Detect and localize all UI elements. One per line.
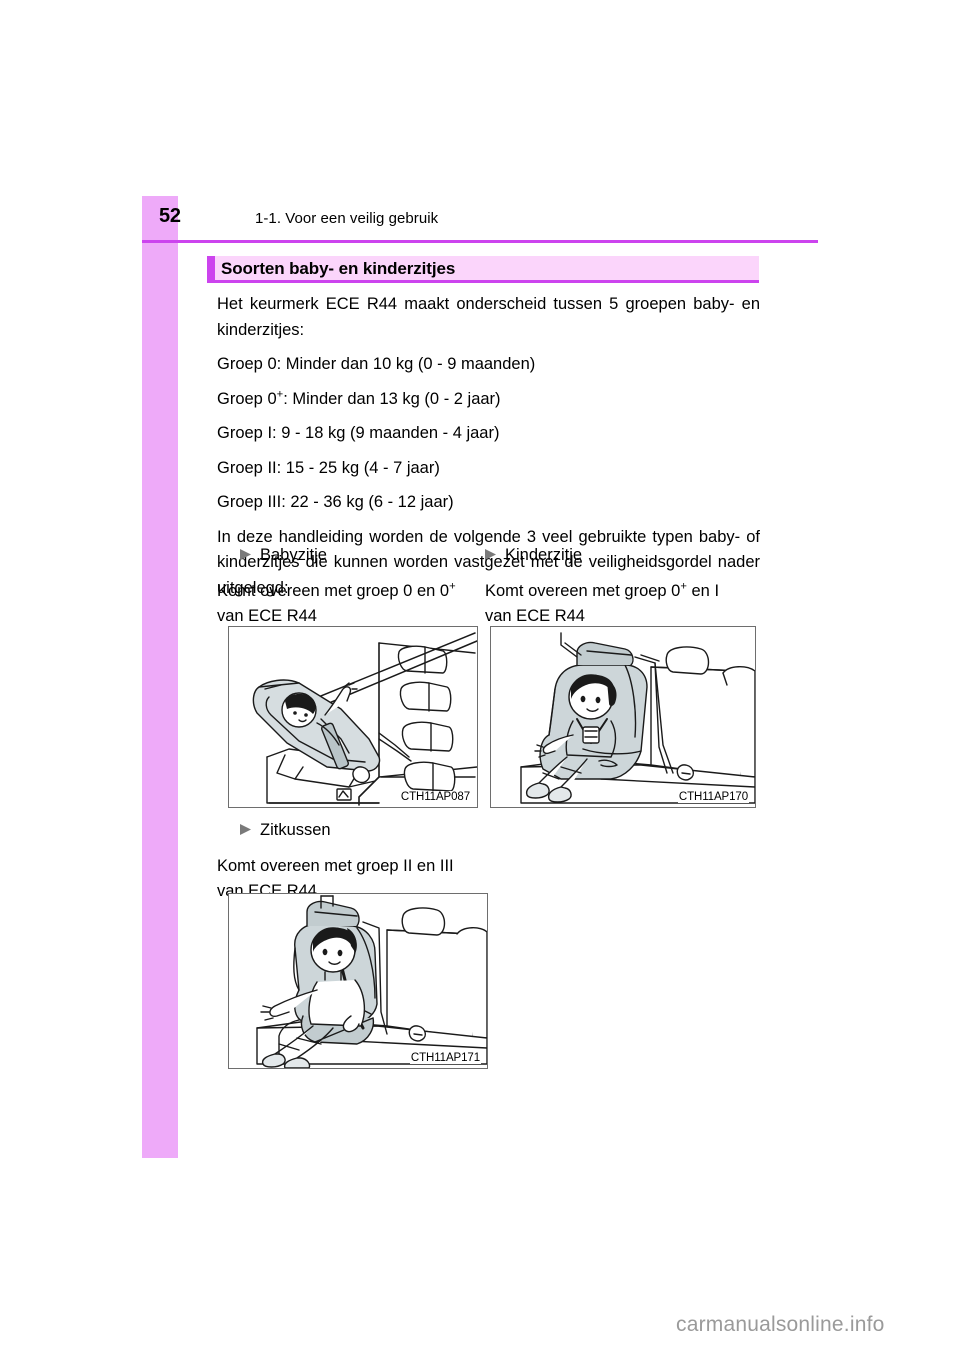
figure-zitkussen: CTH11AP171 (228, 893, 488, 1069)
group-line-3-text: Groep II: 15 - 25 kg (4 - 7 jaar) (217, 458, 440, 477)
kinderzitje-description: Komt overeen met groep 0+ en I van ECE R4… (485, 579, 745, 629)
header-divider (142, 240, 818, 243)
group-line-0: Groep 0: Minder dan 10 kg (0 - 9 maanden… (217, 352, 760, 378)
babyzitje-title: Babyzitje (260, 546, 327, 564)
babyzitje-desc-prefix: Komt overeen met groep 0 en 0 (217, 582, 450, 600)
page-number: 52 (159, 205, 181, 227)
outro-paragraph: In deze handleiding worden de volgende 3… (217, 527, 760, 597)
figure-zitkussen-caption: CTH11AP171 (409, 1052, 481, 1064)
kinderzitje-desc-mid: en I (686, 582, 720, 600)
group-line-0-text: Groep 0: Minder dan 10 kg (0 - 9 maanden… (217, 355, 536, 373)
intro-paragraph: Het keurmerk ECE R44 maakt onderscheid t… (217, 295, 760, 339)
section-heading-label: Soorten baby- en kinderzitjes (221, 259, 456, 278)
group-line-3: Groep II: 15 - 25 kg (4 - 7 jaar) (217, 456, 760, 482)
header-section-title: 1-1. Voor een veilig gebruik (255, 210, 439, 227)
figure-kinderzitje: CTH11AP170 (490, 626, 756, 808)
triangle-bullet-icon (240, 824, 251, 835)
group-line-4: Groep III: 22 - 36 kg (6 - 12 jaar) (217, 490, 760, 516)
subsection-zitkussen: Zitkussen Komt overeen met groep II en I… (217, 818, 485, 904)
section-heading-tab (207, 256, 215, 280)
group-line-1-superscript: + (276, 388, 284, 400)
zitkussen-desc-prefix: Komt overeen met groep II en III (217, 857, 454, 875)
section-body: Het keurmerk ECE R44 maakt onderscheid t… (217, 292, 760, 610)
zitkussen-title-row: Zitkussen (217, 818, 485, 842)
group-line-2: Groep I: 9 - 18 kg (9 maanden - 4 jaar) (217, 421, 760, 447)
zitkussen-illustration (256, 895, 487, 1068)
figure-kinderzitje-caption: CTH11AP170 (677, 791, 749, 803)
site-watermark: carmanualsonline.info (676, 1313, 885, 1336)
babyzitje-description: Komt overeen met groep 0 en 0+ van ECE R4… (217, 579, 477, 629)
group-line-2-text: Groep I: 9 - 18 kg (9 maanden - 4 jaar) (217, 424, 500, 442)
subsection-babyzitje: Babyzitje Komt overeen met groep 0 en 0+… (217, 543, 477, 629)
figure-babyzitje-caption: CTH11AP087 (399, 791, 471, 803)
group-line-4-text: Groep III: 22 - 36 kg (6 - 12 jaar) (217, 493, 454, 511)
kinderzitje-title-row: Kinderzitje (485, 543, 745, 567)
page-header: 52 1-1. Voor een veilig gebruik (142, 205, 818, 243)
kinderzitje-title: Kinderzitje (505, 546, 583, 564)
subsection-kinderzitje: Kinderzitje Komt overeen met groep 0+ en… (485, 543, 745, 629)
kinderzitje-desc-tail: van ECE R44 (485, 607, 585, 625)
group-line-1-prefix: Groep 0 (217, 389, 277, 408)
babyzitje-desc-superscript: + (449, 580, 456, 593)
group-line-1: Groep 0+: Minder dan 13 kg (0 - 2 jaar) (217, 387, 760, 413)
kinderzitje-desc-prefix: Komt overeen met groep 0 (485, 582, 681, 600)
group-line-1-suffix: : Minder dan 13 kg (0 - 2 jaar) (283, 389, 501, 408)
kinderzitje-illustration (520, 632, 755, 804)
babyzitje-desc-tail: van ECE R44 (217, 607, 317, 625)
chapter-sidebar-tab (142, 196, 178, 1158)
triangle-bullet-icon (485, 549, 496, 560)
figure-babyzitje: CTH11AP087 (228, 626, 478, 808)
babyzitje-title-row: Babyzitje (217, 543, 477, 567)
babyzitje-illustration (252, 632, 477, 806)
section-heading: Soorten baby- en kinderzitjes (207, 256, 759, 283)
zitkussen-title: Zitkussen (260, 821, 331, 839)
triangle-bullet-icon (240, 549, 251, 560)
kinderzitje-desc-superscript: + (680, 580, 687, 593)
